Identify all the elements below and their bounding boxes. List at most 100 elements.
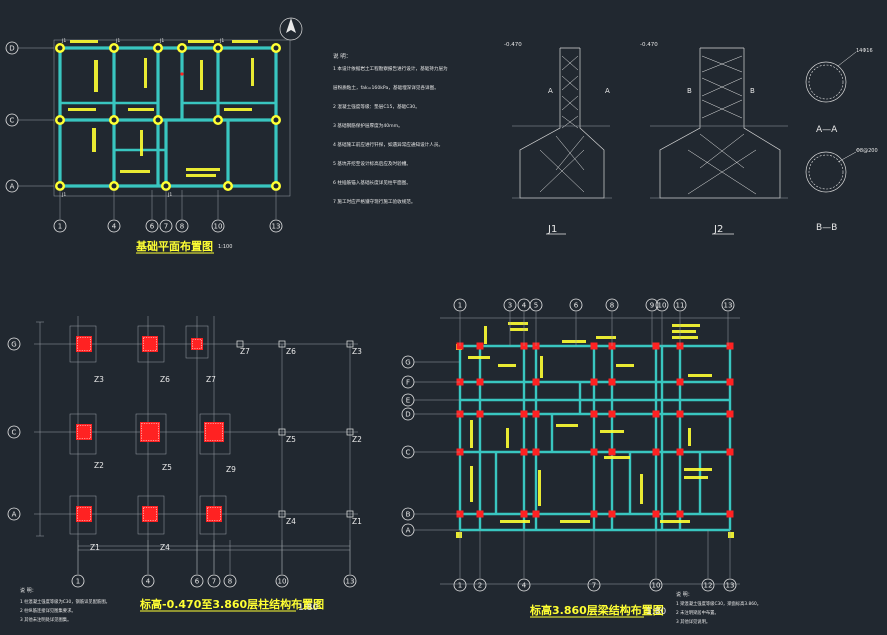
- column-marker: [608, 378, 616, 386]
- foundation-notes: 说 明： 1 本设计依据岩土工程勘察报告进行设计，基础持力层为 层粉质粘土，fa…: [333, 52, 448, 205]
- axis-bubble-h-label: 1: [76, 578, 80, 586]
- axis-bubble-v: B: [401, 507, 415, 521]
- axis-bubble-v: G: [401, 355, 415, 369]
- axis-bubble-v-label: G: [405, 359, 410, 367]
- axis-bubble-h-label: 11: [676, 302, 685, 310]
- axis-bubble-h-label: 4: [112, 223, 117, 231]
- footing-label: J1: [219, 38, 224, 44]
- axis-bubble-h-label: 2: [478, 582, 482, 590]
- column-marker: [676, 410, 684, 418]
- axis-bubble-h: 13: [269, 219, 283, 233]
- axis-bubble-v-label: A: [406, 527, 411, 535]
- note-line: 3 基础钢筋保护层厚度为40mm。: [333, 122, 403, 129]
- axis-bubble-h-label: 4: [522, 302, 527, 310]
- detail-j2-label: J2: [713, 224, 723, 235]
- axis-bubble-h-label: 8: [610, 302, 614, 310]
- axis-bubble-h: 3: [503, 298, 517, 312]
- axis-bubble-h-label: 10: [652, 582, 661, 590]
- axis-bubble-h-label: 9: [650, 302, 654, 310]
- footing-label: J1: [115, 38, 120, 44]
- axis-bubble-h-label: 10: [278, 578, 287, 586]
- column-marker: [476, 510, 484, 518]
- footing-label: J1: [167, 192, 172, 198]
- axis-bubble-v-label: F: [406, 379, 410, 387]
- column-marker: [726, 342, 734, 350]
- axis-bubble-h: 13: [343, 574, 357, 588]
- axis-bubble-h: 4: [141, 574, 155, 588]
- elevation-label: -0.470: [504, 42, 522, 48]
- foundation-plan-title: 基础平面布置图: [135, 239, 213, 253]
- column-marker: [142, 336, 158, 352]
- axis-bubble-h: 6: [190, 574, 204, 588]
- axis-bubble-v-label: E: [406, 397, 410, 405]
- column-marker: [652, 410, 660, 418]
- axis-bubble-h: 8: [605, 298, 619, 312]
- axis-bubble-v: D: [5, 41, 19, 55]
- axis-bubble-h: 8: [223, 574, 237, 588]
- column-note-line: 2 柱纵筋连接详见图集要求。: [20, 607, 76, 614]
- axis-bubble-h: 11: [673, 298, 687, 312]
- section-bb-label: B—B: [816, 223, 837, 233]
- column-label: Z7: [240, 347, 250, 356]
- column-marker: [676, 510, 684, 518]
- axis-bubble-h-label: 1: [458, 582, 462, 590]
- note-line: 7 施工时应严格遵守现行施工验收规范。: [333, 198, 415, 205]
- axis-bubble-v: A: [401, 523, 415, 537]
- column-marker: [476, 378, 484, 386]
- beam-note-line: 3 其他详见说明。: [676, 618, 710, 625]
- column-label: Z4: [286, 517, 296, 526]
- column-marker: [676, 378, 684, 386]
- column-position-marker: [236, 340, 244, 348]
- detail-j1-label: J1: [547, 224, 557, 235]
- column-label: Z5: [286, 435, 296, 444]
- column-marker: [76, 506, 92, 522]
- axis-bubble-v-label: C: [10, 117, 15, 125]
- column-note-line: 3 其他未注明处详见图集。: [20, 616, 71, 623]
- column-position-marker: [278, 340, 286, 348]
- axis-bubble-v: E: [401, 393, 415, 407]
- beam-note-line: 2 未注明梁居中布置。: [676, 609, 719, 616]
- elevation-label-2: -0.470: [640, 42, 658, 48]
- beam-note-line: 1 梁混凝土强度等级C30，梁面标高3.860。: [676, 600, 761, 607]
- rebar-label-bb: Φ8@200: [856, 148, 878, 154]
- column-label: Z2: [352, 435, 362, 444]
- axis-bubble-v: F: [401, 375, 415, 389]
- column-marker: [76, 336, 92, 352]
- column-marker: [520, 510, 528, 518]
- column-marker: [520, 448, 528, 456]
- axis-bubble-h-label: 7: [212, 578, 216, 586]
- column-label: Z2: [94, 461, 104, 470]
- column-marker: [726, 510, 734, 518]
- column-note-line: 1 柱混凝土强度等级为C30，钢筋详见配筋图。: [20, 598, 110, 605]
- column-marker: [726, 410, 734, 418]
- axis-bubble-h: 13: [721, 298, 735, 312]
- column-label: Z1: [90, 543, 100, 552]
- column-marker: [652, 510, 660, 518]
- rebar-label-aa: 14Φ16: [856, 48, 873, 54]
- column-marker: [608, 410, 616, 418]
- column-marker: [590, 342, 598, 350]
- note-line: 5 基坑开挖至设计标高后应及时验槽。: [333, 160, 411, 167]
- axis-bubble-h: 9: [645, 298, 659, 312]
- axis-bubble-v-label: A: [10, 183, 15, 191]
- axis-bubble-v: G: [7, 337, 21, 351]
- section-aa-label: A—A: [816, 125, 838, 135]
- footing-label: J1: [159, 38, 164, 44]
- axis-bubble-h: 4: [517, 298, 531, 312]
- axis-bubble-h: 12: [701, 578, 715, 592]
- column-label: Z5: [162, 463, 172, 472]
- section-mark-b-left: B: [687, 87, 692, 95]
- axis-bubble-v-label: B: [406, 511, 411, 519]
- axis-bubble-h-label: 4: [146, 578, 151, 586]
- column-marker: [726, 378, 734, 386]
- note-line: 2 混凝土强度等级：垫层C15，基础C30。: [333, 103, 420, 110]
- column-position-marker: [278, 428, 286, 436]
- column-marker: [476, 410, 484, 418]
- detail-j2: -0.470 B B J2: [640, 42, 788, 235]
- column-marker: [590, 448, 598, 456]
- axis-bubble-h-label: 7: [592, 582, 596, 590]
- footing-details: -0.470 A A J1 -0.470 B B J2 14Φ16 A—A: [504, 42, 878, 235]
- column-marker: [726, 448, 734, 456]
- axis-bubble-h: 4: [517, 578, 531, 592]
- column-position-marker: [278, 510, 286, 518]
